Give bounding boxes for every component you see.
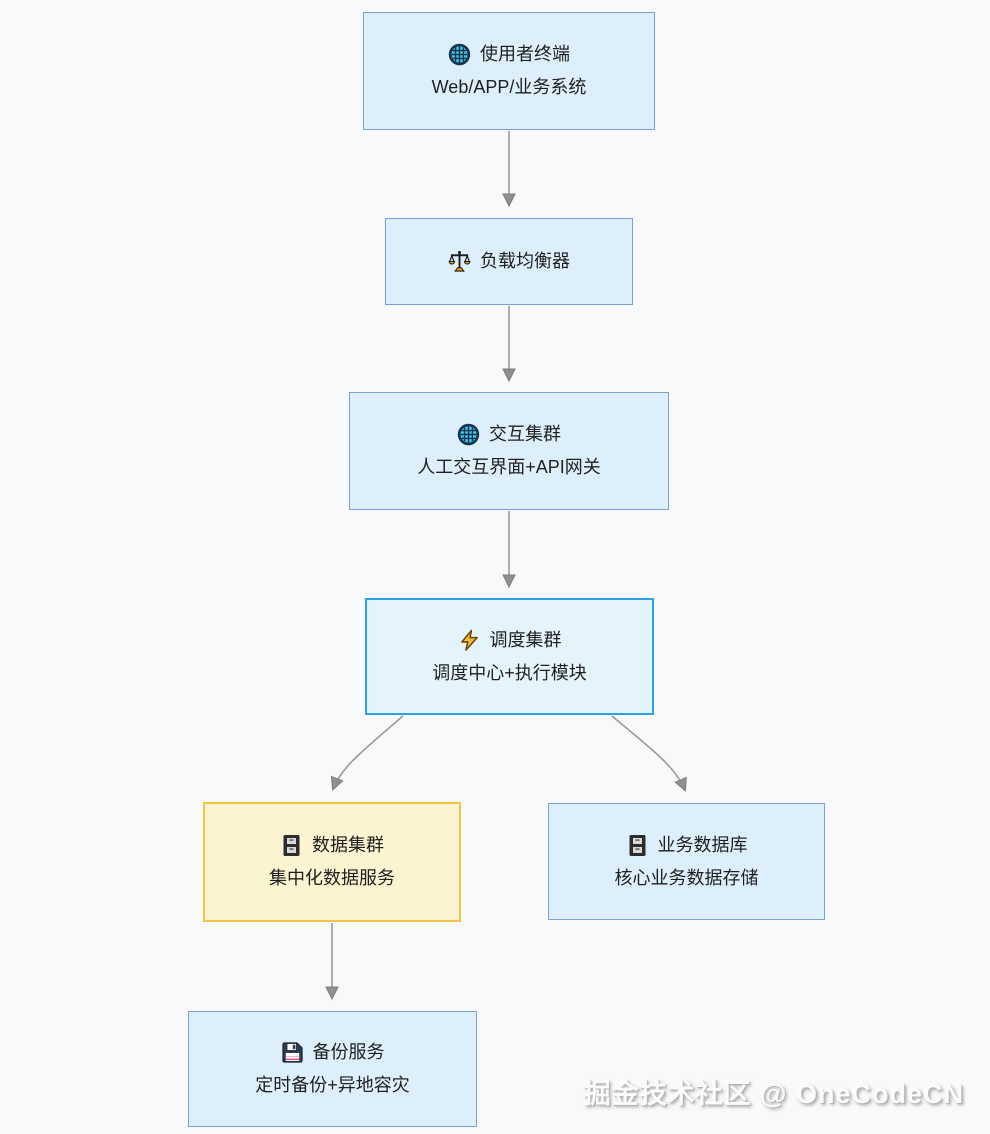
node-title: 使用者终端 xyxy=(480,44,570,64)
node-title: 负载均衡器 xyxy=(480,251,570,271)
node-title: 交互集群 xyxy=(489,424,561,444)
node-load-balancer: 负载均衡器 xyxy=(385,218,633,305)
globe-icon xyxy=(448,43,471,66)
scale-icon xyxy=(448,250,471,272)
node-data-cluster: 数据集群 集中化数据服务 xyxy=(203,802,461,922)
node-title: 备份服务 xyxy=(312,1042,385,1062)
globe-icon xyxy=(457,423,480,446)
node-interaction-cluster: 交互集群 人工交互界面+API网关 xyxy=(349,392,669,510)
cabinet-icon xyxy=(283,835,300,856)
node-title: 调度集群 xyxy=(489,629,562,650)
node-title: 数据集群 xyxy=(312,835,384,855)
node-subtitle: 人工交互界面+API网关 xyxy=(417,457,601,477)
node-title: 业务数据库 xyxy=(657,834,748,855)
node-user-terminal: 使用者终端 Web/APP/业务系统 xyxy=(363,12,655,130)
node-scheduler-cluster: 调度集群 调度中心+执行模块 xyxy=(365,598,654,715)
node-business-db: 业务数据库 核心业务数据存储 xyxy=(548,803,825,920)
node-backup-service: 备份服务 定时备份+异地容灾 xyxy=(188,1011,477,1127)
node-subtitle: 集中化数据服务 xyxy=(269,868,395,888)
watermark-text: 掘金技术社区 @ OneCodeCN xyxy=(583,1079,964,1109)
cabinet-icon xyxy=(629,834,645,856)
node-subtitle: 调度中心+执行模块 xyxy=(432,662,587,683)
node-subtitle: 定时备份+异地容灾 xyxy=(255,1075,410,1095)
bolt-icon xyxy=(460,629,478,651)
floppy-icon xyxy=(281,1042,303,1063)
edge-scheduler-cluster-to-data-cluster xyxy=(330,715,404,791)
node-subtitle: Web/APP/业务系统 xyxy=(431,77,587,97)
edge-scheduler-cluster-to-business-db xyxy=(611,715,687,792)
node-subtitle: 核心业务数据存储 xyxy=(614,867,759,888)
